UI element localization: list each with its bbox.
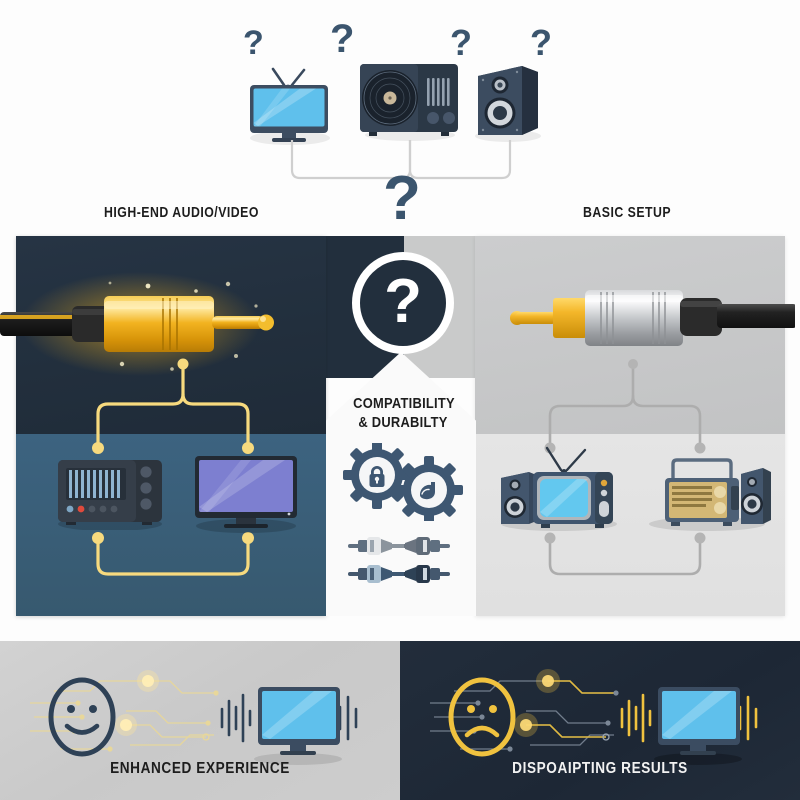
gear-strength-icon	[395, 456, 463, 524]
happy-circuit-illustration	[30, 670, 358, 765]
heading-right: BASIC SETUP	[583, 204, 672, 221]
outcome-panel-negative: DISPOAIPTING RESULTS	[400, 641, 800, 800]
silver-rca-connector	[505, 270, 797, 370]
outcome-panel-positive: ENHANCED EXPERIENCE	[0, 641, 400, 800]
center-rca-plug-group	[348, 535, 460, 589]
question-mark-icon-1: ?	[243, 24, 264, 62]
outcome-label-negative: DISPOAIPTING RESULTS	[512, 760, 688, 777]
gold-rca-connector	[0, 268, 290, 378]
vintage-radio-device	[54, 458, 166, 531]
center-title-line1: COMPATIBILITY	[353, 395, 455, 412]
question-mark-icon-2: ?	[330, 17, 355, 61]
rca-plug-pair-navy	[348, 565, 450, 583]
question-mark-icon-4: ?	[530, 22, 552, 63]
tv-monitor-icon	[240, 55, 340, 145]
center-badge-glyph: ?	[384, 267, 422, 336]
heading-left: HIGH-END AUDIO/VIDEO	[104, 204, 259, 221]
center-question-badge[interactable]: ?	[352, 252, 454, 354]
bookshelf-speaker-icon	[470, 58, 545, 143]
retro-radio-with-speaker	[643, 442, 771, 534]
center-title: COMPATIBILITY & DURABILTY	[353, 394, 455, 432]
gear-lock-icon	[343, 441, 411, 509]
center-question-mark-icon: ?	[383, 164, 421, 233]
panel-basic-setup	[475, 236, 797, 616]
panel-high-end	[0, 236, 326, 616]
rca-plug-pair-gray	[348, 537, 450, 555]
left-panel-wiring	[92, 358, 254, 576]
top-device-row: ? ? ? ?	[0, 0, 800, 230]
crt-tv-with-speaker	[495, 442, 623, 534]
flat-screen-monitor	[191, 454, 301, 534]
outcome-label-positive: ENHANCED EXPERIENCE	[110, 760, 290, 777]
question-mark-icon-3: ?	[450, 22, 472, 63]
record-player-icon	[355, 62, 465, 142]
right-panel-wiring	[544, 359, 706, 576]
center-title-line2: & DURABILTY	[358, 414, 448, 431]
panel-right-bottom-bg	[475, 433, 785, 616]
sad-circuit-illustration	[430, 669, 758, 765]
center-gear-group	[343, 441, 465, 524]
top-wire-connector	[290, 140, 512, 180]
